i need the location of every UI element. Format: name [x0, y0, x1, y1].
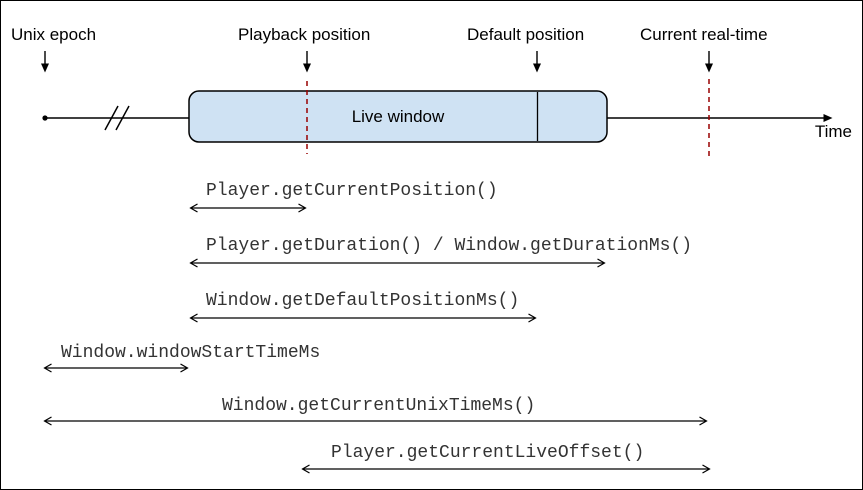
annotation-get-current-live-offset: Player.getCurrentLiveOffset() — [331, 443, 645, 463]
live-window-label: Live window — [351, 106, 445, 126]
unix-epoch-label: Unix epoch — [11, 25, 97, 44]
live-window-label-wrap: Live window — [189, 91, 607, 142]
annotation-get-current-unix-time: Window.getCurrentUnixTimeMs() — [222, 396, 536, 416]
annotation-window-start-time: Window.windowStartTimeMs — [61, 343, 321, 363]
current-real-time-label: Current real-time — [640, 25, 768, 44]
timeline-break-icon — [104, 105, 119, 131]
annotation-get-current-position: Player.getCurrentPosition() — [206, 181, 498, 201]
annotation-get-duration: Player.getDuration() / Window.getDuratio… — [206, 236, 693, 256]
time-axis-label: Time — [814, 122, 852, 141]
default-position-label: Default position — [467, 25, 585, 44]
live-window-box — [188, 90, 608, 143]
annotation-get-default-position: Window.getDefaultPositionMs() — [206, 291, 520, 311]
playback-position-label: Playback position — [238, 25, 371, 44]
timeline-break-icon — [115, 105, 130, 131]
